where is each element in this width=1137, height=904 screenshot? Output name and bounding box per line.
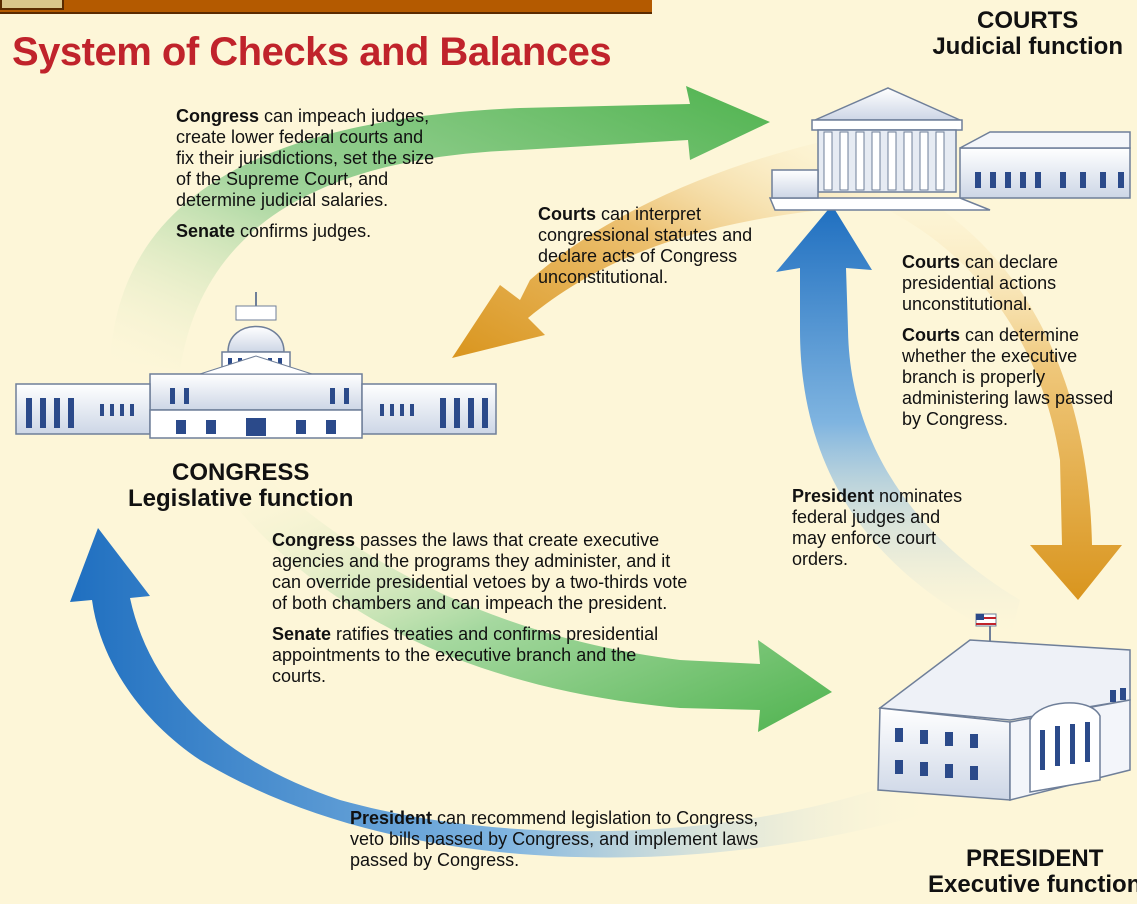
page-title: System of Checks and Balances <box>12 30 612 74</box>
congress-label: CONGRESS Legislative function <box>128 460 353 512</box>
check-description: can interpret congressional statutes and… <box>538 204 753 287</box>
president-checks-courts-text: President nominates federal judges and m… <box>792 486 968 580</box>
arrow-congress-to-courts <box>110 86 770 370</box>
courts-branch-function: Judicial function <box>932 33 1123 60</box>
top-banner-bar <box>0 0 652 14</box>
congress-branch-name: CONGRESS <box>172 459 310 486</box>
check-description: can declare presidential actions unconst… <box>902 252 1059 314</box>
arrow-congress-to-president <box>230 480 832 732</box>
congress-checks-courts-text: Congress can impeach judges, create lowe… <box>176 106 444 252</box>
arrow-courts-to-president <box>840 175 1122 600</box>
courts-branch-name: COURTS <box>976 7 1079 34</box>
check-description: ratifies treaties and confirms president… <box>272 624 659 686</box>
white-house-building-icon <box>877 613 1131 801</box>
banner-tab <box>0 0 64 10</box>
arrow-president-to-congress <box>70 528 940 858</box>
check-subject: Courts <box>902 252 960 272</box>
check-subject: Congress <box>272 530 356 550</box>
check-description: can recommend legislation to Congress, v… <box>350 808 759 870</box>
congress-checks-president-text: Congress passes the laws that create exe… <box>272 530 690 697</box>
president-label: PRESIDENT Executive function <box>928 846 1137 898</box>
check-description: passes the laws that create executive ag… <box>272 530 688 613</box>
check-description: can determine whether the executive bran… <box>902 325 1114 429</box>
courts-checks-president-text: Courts can declare presidential actions … <box>902 252 1134 440</box>
president-branch-function: Executive function <box>928 871 1137 898</box>
check-subject: Senate <box>176 221 236 241</box>
check-subject: Courts <box>538 204 596 224</box>
courts-checks-congress-text: Courts can interpret congressional statu… <box>538 204 760 298</box>
capitol-building-icon <box>15 292 497 439</box>
check-subject: Courts <box>902 325 960 345</box>
check-subject: Senate <box>272 624 332 644</box>
supreme-court-building-icon <box>768 87 1131 211</box>
president-checks-congress-text: President can recommend legislation to C… <box>350 808 790 881</box>
courts-label: COURTS Judicial function <box>932 8 1123 60</box>
arrow-president-to-courts <box>776 205 1020 640</box>
check-description: can impeach judges, create lower federal… <box>176 106 435 210</box>
congress-branch-function: Legislative function <box>128 485 354 512</box>
check-description: confirms judges. <box>235 221 372 241</box>
check-subject: President <box>792 486 875 506</box>
check-description: nominates federal judges and may enforce… <box>792 486 963 569</box>
check-subject: Congress <box>176 106 260 126</box>
president-branch-name: PRESIDENT <box>966 845 1104 872</box>
check-subject: President <box>350 808 433 828</box>
